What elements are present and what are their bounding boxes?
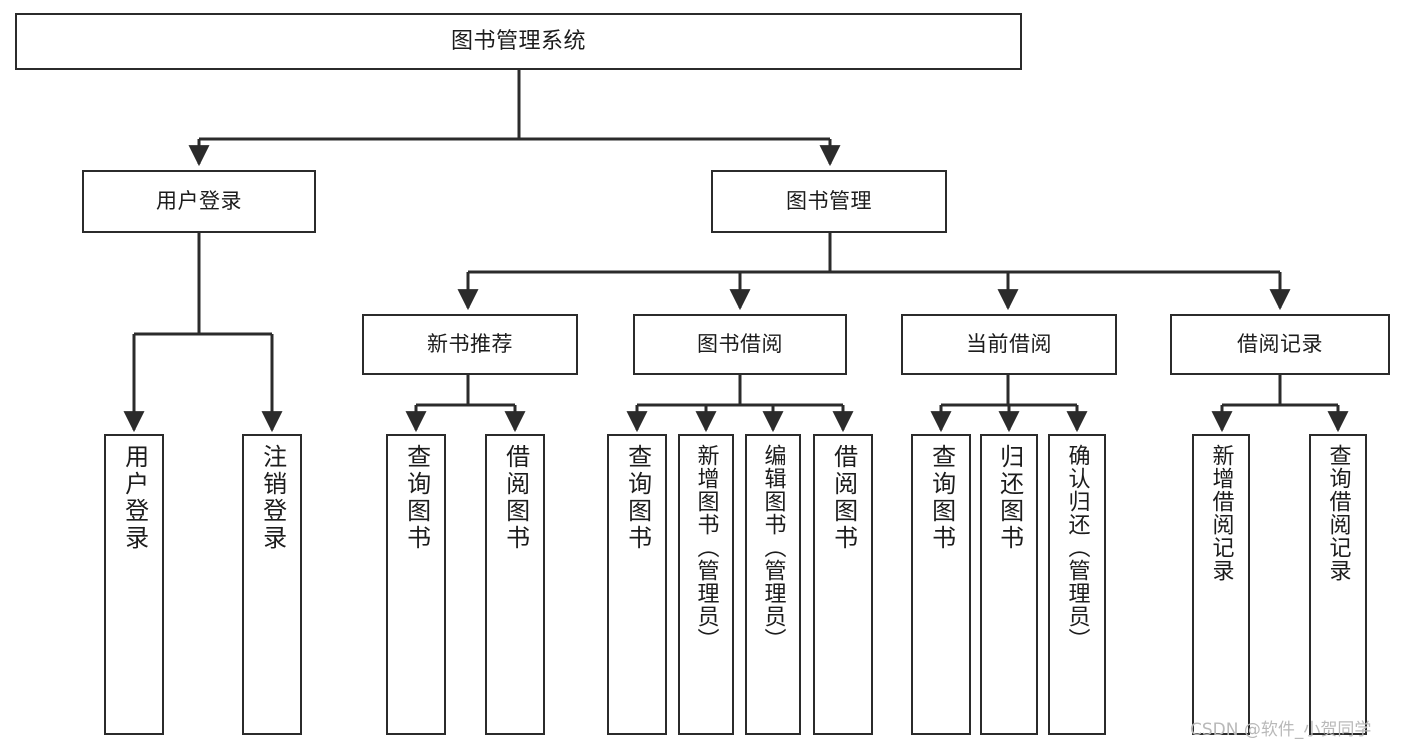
leaf-current-borrow-return-label: 归还图书 xyxy=(995,444,1024,552)
leaf-book-borrow-add[interactable]: 新增图书（管理员） xyxy=(678,434,734,735)
leaf-new-book-borrow[interactable]: 借阅图书 xyxy=(485,434,545,735)
leaf-current-borrow-confirm-return[interactable]: 确认归还（管理员） xyxy=(1048,434,1106,735)
leaf-user-login-signout-label: 注销登录 xyxy=(258,444,287,552)
node-current-borrow[interactable]: 当前借阅 xyxy=(901,314,1117,375)
leaf-borrow-record-add-label: 新增借阅记录 xyxy=(1208,444,1234,582)
leaf-book-borrow-query[interactable]: 查询图书 xyxy=(607,434,667,735)
csdn-watermark: CSDN @软件_小贺同学 xyxy=(1190,720,1372,740)
leaf-book-borrow-edit[interactable]: 编辑图书（管理员） xyxy=(745,434,801,735)
node-book-borrow[interactable]: 图书借阅 xyxy=(633,314,847,375)
leaf-current-borrow-query[interactable]: 查询图书 xyxy=(911,434,971,735)
leaf-new-book-borrow-label: 借阅图书 xyxy=(501,444,530,552)
leaf-current-borrow-query-label: 查询图书 xyxy=(927,444,956,552)
leaf-book-borrow-borrow-label: 借阅图书 xyxy=(829,444,858,552)
node-root-label: 图书管理系统 xyxy=(450,28,586,54)
node-new-book-recommend-label: 新书推荐 xyxy=(427,332,513,357)
leaf-book-borrow-add-label: 新增图书（管理员） xyxy=(693,444,719,651)
node-borrow-record-label: 借阅记录 xyxy=(1237,332,1323,357)
leaf-book-borrow-borrow[interactable]: 借阅图书 xyxy=(813,434,873,735)
leaf-new-book-query-label: 查询图书 xyxy=(402,444,431,552)
node-current-borrow-label: 当前借阅 xyxy=(966,332,1052,357)
leaf-user-login-signin-label: 用户登录 xyxy=(120,444,149,552)
node-book-borrow-label: 图书借阅 xyxy=(697,332,783,357)
leaf-new-book-query[interactable]: 查询图书 xyxy=(386,434,446,735)
node-user-login[interactable]: 用户登录 xyxy=(82,170,316,233)
leaf-user-login-signout[interactable]: 注销登录 xyxy=(242,434,302,735)
node-borrow-record[interactable]: 借阅记录 xyxy=(1170,314,1390,375)
node-book-management[interactable]: 图书管理 xyxy=(711,170,947,233)
leaf-current-borrow-return[interactable]: 归还图书 xyxy=(980,434,1038,735)
leaf-borrow-record-query-label: 查询借阅记录 xyxy=(1325,444,1351,582)
leaf-user-login-signin[interactable]: 用户登录 xyxy=(104,434,164,735)
node-new-book-recommend[interactable]: 新书推荐 xyxy=(362,314,578,375)
leaf-borrow-record-query[interactable]: 查询借阅记录 xyxy=(1309,434,1367,735)
leaf-book-borrow-edit-label: 编辑图书（管理员） xyxy=(760,444,786,651)
leaf-borrow-record-add[interactable]: 新增借阅记录 xyxy=(1192,434,1250,735)
node-book-management-label: 图书管理 xyxy=(786,189,872,214)
leaf-current-borrow-confirm-return-label: 确认归还（管理员） xyxy=(1064,444,1090,651)
node-user-login-label: 用户登录 xyxy=(156,189,242,214)
leaf-book-borrow-query-label: 查询图书 xyxy=(623,444,652,552)
node-root-system[interactable]: 图书管理系统 xyxy=(15,13,1022,70)
